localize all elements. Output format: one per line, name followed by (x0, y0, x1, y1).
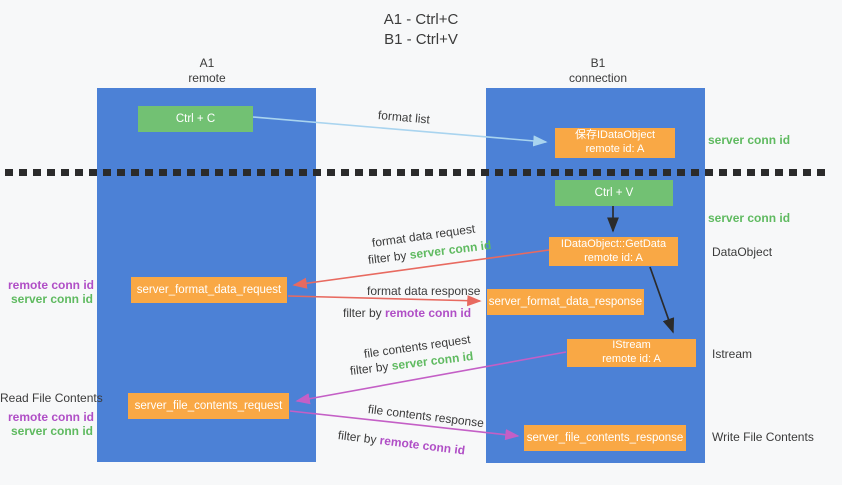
lane-a1-name: A1 (199, 56, 215, 70)
filter-by-text: filter by (337, 428, 381, 448)
lane-b1-role: connection (568, 71, 628, 85)
format-data-response-label: format data response (367, 284, 481, 298)
lane-a1-role: remote (188, 71, 226, 85)
lane-b1-name: B1 (590, 56, 606, 70)
diagram-title-line1: A1 - Ctrl+C (383, 11, 459, 28)
istream-side-label: Istream (712, 347, 753, 361)
save-dataobject-box: 保存IDataObject remote id: A (555, 128, 675, 158)
server-format-data-response-box: server_format_data_response (487, 289, 644, 315)
ctrl-v-box: Ctrl + V (555, 180, 673, 206)
write-file-contents-label: Write File Contents (712, 430, 814, 444)
ctrl-c-box: Ctrl + C (138, 106, 253, 132)
server-format-data-request-label: server_format_data_request (136, 283, 282, 296)
read-file-contents-label: Read File Contents (0, 391, 103, 405)
filter-by-remote-conn-id-label-1: filter by remote conn id (343, 306, 471, 320)
remote-conn-id-text: remote conn id (378, 433, 466, 458)
server-conn-id-right-mid: server conn id (708, 211, 791, 225)
server-conn-id-left-2: server conn id (10, 424, 93, 438)
filter-by-text: filter by (367, 247, 411, 267)
session-divider-dotted-line (5, 169, 831, 176)
server-format-data-response-label: server_format_data_response (488, 295, 643, 308)
ctrl-c-label: Ctrl + C (175, 112, 216, 125)
server-conn-id-left-1: server conn id (10, 292, 93, 306)
remote-conn-id-left-2: remote conn id (8, 410, 95, 424)
istream-line1: IStream (612, 339, 651, 352)
server-file-contents-request-box: server_file_contents_request (128, 393, 289, 419)
server-file-contents-request-label: server_file_contents_request (134, 399, 283, 412)
ctrl-v-label: Ctrl + V (594, 186, 634, 199)
filter-by-remote-conn-id-label-2: filter by remote conn id (337, 428, 466, 457)
remote-conn-id-left-1: remote conn id (8, 278, 95, 292)
server-file-contents-response-label: server_file_contents_response (526, 431, 684, 444)
dataobject-label: DataObject (712, 245, 773, 259)
getdata-line1: IDataObject::GetData (560, 237, 667, 250)
diagram-title-line2: B1 - Ctrl+V (384, 31, 458, 49)
server-file-contents-response-box: server_file_contents_response (524, 425, 686, 451)
server-conn-id-right-top: server conn id (708, 133, 791, 147)
filter-by-text: filter by (343, 306, 386, 320)
istream-line2: remote id: A (602, 353, 661, 365)
server-format-data-request-box: server_format_data_request (131, 277, 287, 303)
getdata-line2: remote id: A (584, 251, 643, 264)
remote-conn-id-text: remote conn id (385, 306, 472, 320)
lane-header-b1: B1 connection (538, 56, 658, 86)
save-dataobject-line2: remote id: A (585, 143, 645, 155)
getdata-box: IDataObject::GetData remote id: A (549, 237, 678, 266)
istream-box: IStream remote id: A (567, 339, 696, 367)
file-contents-response-label: file contents response (367, 402, 485, 431)
filter-by-text: filter by (349, 358, 393, 378)
lane-header-a1: A1 remote (147, 56, 267, 86)
save-dataobject-line1: 保存IDataObject (574, 129, 656, 142)
format-list-label: format list (377, 108, 431, 127)
diagram-title: A1 - Ctrl+C B1 - Ctrl+V (341, 10, 501, 51)
